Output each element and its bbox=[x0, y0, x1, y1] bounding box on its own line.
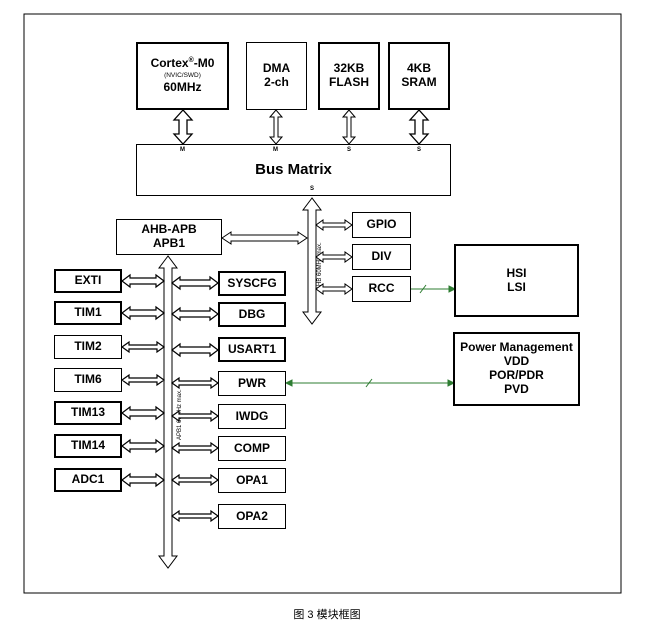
rcc-label: RCC bbox=[368, 281, 395, 296]
bus-matrix-title: Bus Matrix bbox=[255, 161, 332, 179]
port-s-ahb: S bbox=[310, 186, 315, 192]
power-por-pdr: POR/PDR bbox=[489, 368, 544, 382]
tim13-arrow bbox=[121, 405, 165, 421]
pwr-label: PWR bbox=[238, 375, 266, 390]
adc1-arrow bbox=[121, 472, 165, 488]
sram-line1: 4KB bbox=[406, 61, 431, 76]
tim14-block: TIM14 bbox=[54, 434, 122, 458]
port-s-flash: S bbox=[347, 147, 352, 153]
opa1-block: OPA1 bbox=[218, 468, 286, 493]
flash-line2: FLASH bbox=[329, 75, 369, 89]
tim2-block: TIM2 bbox=[54, 335, 122, 359]
tim13-block: TIM13 bbox=[54, 401, 122, 425]
cortex-m0-block: Cortex®-M0 (NVIC/SWD) 60MHz bbox=[136, 42, 229, 110]
tim1-label: TIM1 bbox=[74, 305, 102, 320]
opa2-block: OPA2 bbox=[218, 504, 286, 529]
syscfg-label: SYSCFG bbox=[227, 275, 277, 290]
cortex-suffix: -M0 bbox=[193, 56, 215, 71]
gpio-arrow bbox=[315, 219, 353, 231]
power-management-block: Power Management VDD POR/PDR PVD bbox=[453, 332, 580, 406]
bus-matrix-block: Bus Matrix bbox=[136, 144, 451, 196]
tim13-label: TIM13 bbox=[70, 405, 105, 420]
registered-mark: ® bbox=[188, 57, 194, 65]
opa2-arrow bbox=[170, 509, 220, 523]
tim6-label: TIM6 bbox=[74, 372, 102, 387]
rcc-arrow bbox=[315, 283, 353, 295]
exti-label: EXTI bbox=[74, 273, 102, 288]
rcc-block: RCC bbox=[352, 276, 411, 302]
power-title: Power Management bbox=[460, 340, 573, 355]
adc1-label: ADC1 bbox=[71, 472, 105, 487]
apb-bus bbox=[158, 255, 178, 569]
usart1-arrow bbox=[171, 342, 219, 358]
cortex-freq: 60MHz bbox=[163, 79, 202, 94]
opa1-arrow bbox=[170, 473, 220, 487]
ahb-bus-label: AHB 60MHz max. bbox=[317, 242, 323, 290]
cortex-sub: (NVIC/SWD) bbox=[164, 72, 201, 80]
flash-block: 32KB FLASH bbox=[318, 42, 380, 110]
div-label: DIV bbox=[371, 249, 392, 264]
clock-hsi: HSI bbox=[506, 265, 527, 280]
flash-bus-arrow bbox=[341, 109, 357, 145]
sram-bus-arrow bbox=[408, 109, 430, 145]
bridge-ahb-arrow bbox=[221, 231, 308, 245]
sram-block: 4KB SRAM bbox=[388, 42, 450, 110]
usart1-label: USART1 bbox=[227, 341, 276, 356]
cortex-name: Cortex bbox=[150, 56, 189, 71]
dbg-arrow bbox=[171, 306, 219, 322]
gpio-block: GPIO bbox=[352, 212, 411, 238]
ahb-apb-bridge-block: AHB-APB APB1 bbox=[116, 219, 222, 255]
tim14-arrow bbox=[121, 438, 165, 454]
tim6-block: TIM6 bbox=[54, 368, 122, 392]
opa2-label: OPA2 bbox=[236, 508, 268, 523]
syscfg-arrow bbox=[171, 275, 219, 291]
sram-line2: SRAM bbox=[401, 75, 437, 89]
adc1-block: ADC1 bbox=[54, 468, 122, 492]
dbg-block: DBG bbox=[218, 302, 286, 327]
iwdg-label: IWDG bbox=[235, 408, 269, 423]
dma-bus-arrow bbox=[268, 109, 284, 145]
exti-arrow bbox=[121, 273, 165, 289]
tim2-arrow bbox=[120, 340, 166, 354]
div-arrow bbox=[315, 251, 353, 263]
comp-block: COMP bbox=[218, 436, 286, 461]
tim14-label: TIM14 bbox=[70, 438, 105, 453]
iwdg-arrow bbox=[170, 409, 220, 423]
exti-block: EXTI bbox=[54, 269, 122, 293]
figure-caption: 图 3 模块框图 bbox=[293, 609, 361, 621]
ahb-bus bbox=[302, 197, 322, 325]
comp-arrow bbox=[170, 441, 220, 455]
power-vdd: VDD bbox=[503, 354, 530, 369]
tim2-label: TIM2 bbox=[74, 339, 102, 354]
tim1-block: TIM1 bbox=[54, 301, 122, 325]
syscfg-block: SYSCFG bbox=[218, 271, 286, 296]
port-s-sram: S bbox=[417, 147, 422, 153]
port-m-cortex: M bbox=[180, 147, 185, 153]
port-m-dma: M bbox=[273, 147, 278, 153]
pwr-arrow bbox=[170, 376, 220, 390]
hsi-lsi-block: HSI LSI bbox=[454, 244, 579, 317]
tim6-arrow bbox=[120, 373, 166, 387]
usart1-block: USART1 bbox=[218, 337, 286, 362]
div-block: DIV bbox=[352, 244, 411, 270]
tim1-arrow bbox=[121, 305, 165, 321]
pwr-block: PWR bbox=[218, 371, 286, 396]
clock-lsi: LSI bbox=[507, 279, 526, 294]
gpio-label: GPIO bbox=[366, 217, 397, 232]
iwdg-block: IWDG bbox=[218, 404, 286, 429]
opa1-label: OPA1 bbox=[236, 472, 268, 487]
dma-line1: DMA bbox=[262, 61, 291, 76]
outer-frame bbox=[23, 13, 622, 594]
cortex-bus-arrow bbox=[172, 109, 194, 145]
dma-line2: 2-ch bbox=[264, 75, 289, 89]
dma-block: DMA 2-ch bbox=[246, 42, 307, 110]
bridge-line2: APB1 bbox=[152, 236, 185, 250]
power-pvd: PVD bbox=[504, 381, 529, 396]
flash-line1: 32KB bbox=[333, 61, 365, 76]
bridge-line1: AHB-APB bbox=[141, 222, 197, 237]
dbg-label: DBG bbox=[238, 306, 266, 321]
comp-label: COMP bbox=[234, 440, 270, 455]
